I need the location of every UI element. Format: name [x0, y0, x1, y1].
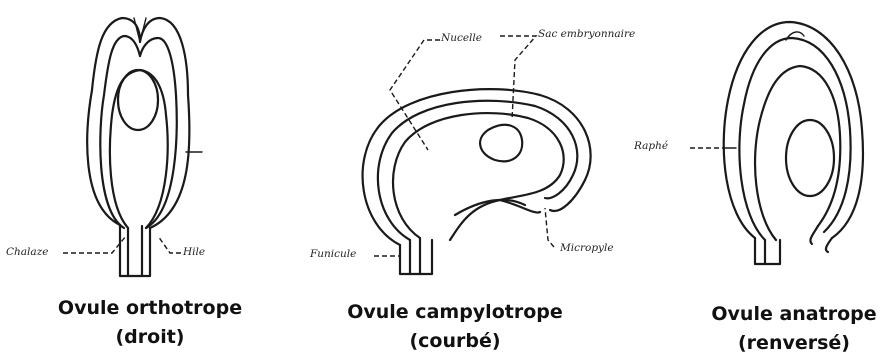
micropyle-label: Micropyle: [560, 242, 614, 254]
hile-label: Hile: [183, 246, 205, 258]
nucelle-label: Nucelle: [441, 32, 482, 44]
orthotrope-caption-subtitle: (droit): [50, 323, 250, 352]
anatrope-ovule-drawing: [690, 22, 863, 264]
anatrope-caption-subtitle: (renversé): [696, 329, 892, 358]
funicule-label: Funicule: [310, 248, 356, 260]
anatrope-caption: Ovule anatrope (renversé): [696, 300, 892, 358]
raphe-label: Raphé: [634, 140, 668, 152]
orthotrope-ovule-drawing: [63, 18, 202, 276]
orthotrope-caption-title: Ovule orthotrope: [50, 294, 250, 323]
chalaze-label: Chalaze: [6, 246, 48, 258]
orthotrope-caption: Ovule orthotrope (droit): [50, 294, 250, 352]
campylotrope-caption-title: Ovule campylotrope: [335, 298, 575, 327]
campylotrope-ovule-drawing: [363, 36, 591, 274]
anatrope-caption-title: Ovule anatrope: [696, 300, 892, 329]
sac-embryonnaire-label: Sac embryonnaire: [538, 28, 635, 40]
campylotrope-caption-subtitle: (courbé): [335, 327, 575, 356]
campylotrope-caption: Ovule campylotrope (courbé): [335, 298, 575, 356]
